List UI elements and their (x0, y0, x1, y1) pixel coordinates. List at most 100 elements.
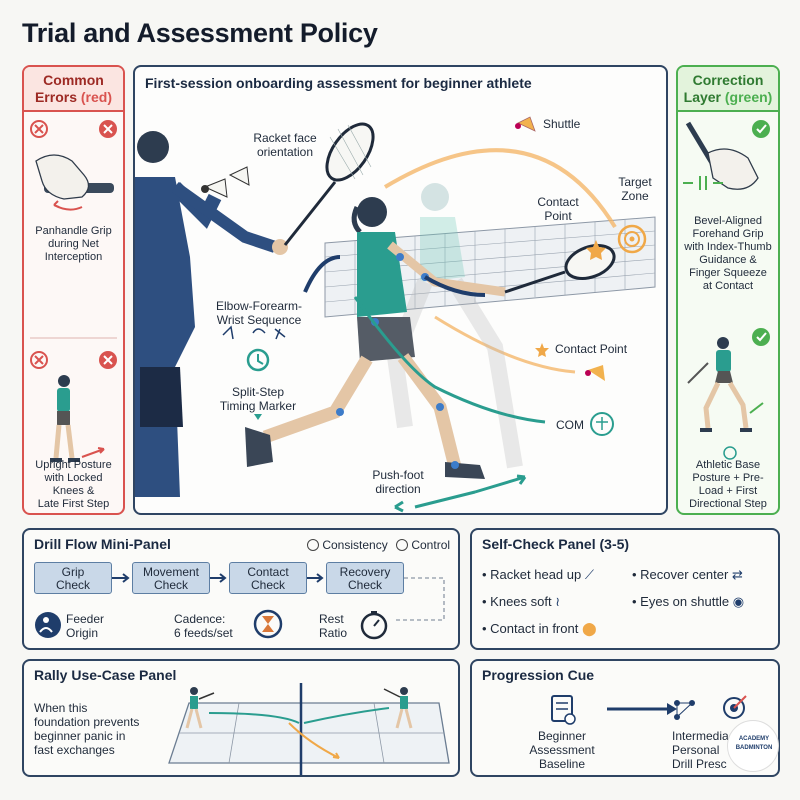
stopwatch-icon (360, 611, 388, 640)
self-check-item: • Eyes on shuttle ◉ (632, 594, 745, 609)
correction-illustrations (683, 120, 770, 460)
academy-logo: ACADEMY BADMINTON (727, 720, 779, 772)
feeder-coach (135, 131, 288, 497)
elbow-sequence-label: Elbow-Forearm-Wrist Sequence (215, 299, 302, 327)
clipboard-icon (551, 695, 576, 725)
onboarding-assessment-title: First-session onboarding assessment for … (145, 75, 532, 91)
common-errors-heading: Common Errors (red) (24, 67, 123, 112)
contact-point-legend-icon (535, 343, 549, 357)
common-errors-heading-red: (red) (80, 89, 113, 105)
legend-consistency-label: Consistency (322, 538, 388, 552)
control-icon (396, 539, 408, 551)
location-pin-icon: ⬤ (581, 621, 597, 636)
progression-cue-title: Progression Cue (482, 667, 595, 683)
push-foot-arrow (414, 475, 526, 509)
recover-icon: ⇄ (731, 567, 743, 582)
drill-flow-title: Drill Flow Mini-Panel (34, 536, 171, 552)
target-icon (723, 695, 747, 719)
target-zone-icon (617, 224, 647, 254)
balance-icon (590, 412, 614, 436)
self-check-item: • Recover center ⇄ (632, 567, 743, 582)
drill-flow-panel: Drill Flow Mini-Panel Consistency Contro… (22, 528, 460, 650)
x-mark-icon (30, 120, 48, 138)
self-check-item: • Knees soft ≀ (482, 594, 561, 609)
legend-control: Control (396, 538, 450, 552)
page-title: Trial and Assessment Policy (22, 18, 378, 48)
legend-consistency: Consistency (307, 538, 388, 552)
network-icon (674, 700, 695, 720)
split-step-marker-icon (254, 414, 262, 420)
x-badge-icon (99, 120, 117, 138)
x-mark-icon (30, 351, 48, 369)
self-check-panel: Self-Check Panel (3-5) • Racket head up … (470, 528, 780, 650)
upright-player-icon (50, 375, 105, 462)
rally-player-left (185, 687, 215, 729)
progression-illustration (551, 695, 747, 725)
x-badge-icon (99, 351, 117, 369)
check-badge-icon (752, 328, 770, 346)
athlete-racket (504, 244, 616, 294)
correction-layer-heading: Correction Layer (green) (678, 67, 778, 112)
forehand-grip-icon (683, 121, 759, 190)
return-trajectory (434, 315, 576, 374)
shuttle-trajectory (383, 148, 617, 229)
eye-icon: ◉ (732, 594, 745, 609)
com-path (353, 296, 546, 424)
common-errors-heading-line2: Errors (34, 89, 81, 105)
elbow-sequence-arrow (303, 255, 341, 293)
logo-line2: BADMINTON (735, 745, 773, 751)
panhandle-grip-icon (35, 154, 114, 211)
common-errors-illustrations (30, 120, 117, 462)
legend-control-label: Control (411, 538, 451, 552)
clock-icon (246, 348, 270, 372)
shuttle-label: Shuttle (543, 117, 581, 131)
shuttle-icon (201, 166, 250, 198)
knees-icon: ≀ (555, 594, 561, 609)
shuttle-icon (515, 116, 536, 132)
contact-point-legend-label: Contact Point (555, 342, 628, 356)
self-check-item: • Racket head up ⟋ (482, 567, 594, 582)
elbow-sequence-icons (222, 325, 286, 340)
contact-star-icon (586, 240, 606, 260)
rally-player-right (383, 687, 413, 729)
feeder-icon (35, 612, 61, 638)
onboarding-assessment-panel: First-session onboarding assessment for … (133, 65, 668, 515)
rally-use-case-title: Rally Use-Case Panel (34, 667, 177, 683)
athletic-base-player-icon (687, 337, 764, 460)
coach-racket (283, 122, 375, 246)
consistency-icon (307, 539, 319, 551)
swing-arrow (423, 275, 486, 297)
self-check-title: Self-Check Panel (3-5) (482, 536, 630, 552)
ghost-player (386, 183, 523, 469)
cadence-icon (253, 609, 283, 639)
com-label: COM (556, 418, 584, 432)
assessment-illustration (135, 116, 656, 513)
correction-layer-heading-line1: Correction (692, 72, 764, 88)
check-badge-icon (752, 120, 770, 138)
racket-icon: ⟋ (584, 567, 594, 582)
cadence-label: Cadence:6 feeds/set (174, 612, 233, 640)
logo-line1: ACADEMY (738, 736, 770, 742)
self-check-item: • Contact in front ⬤ (482, 621, 597, 636)
